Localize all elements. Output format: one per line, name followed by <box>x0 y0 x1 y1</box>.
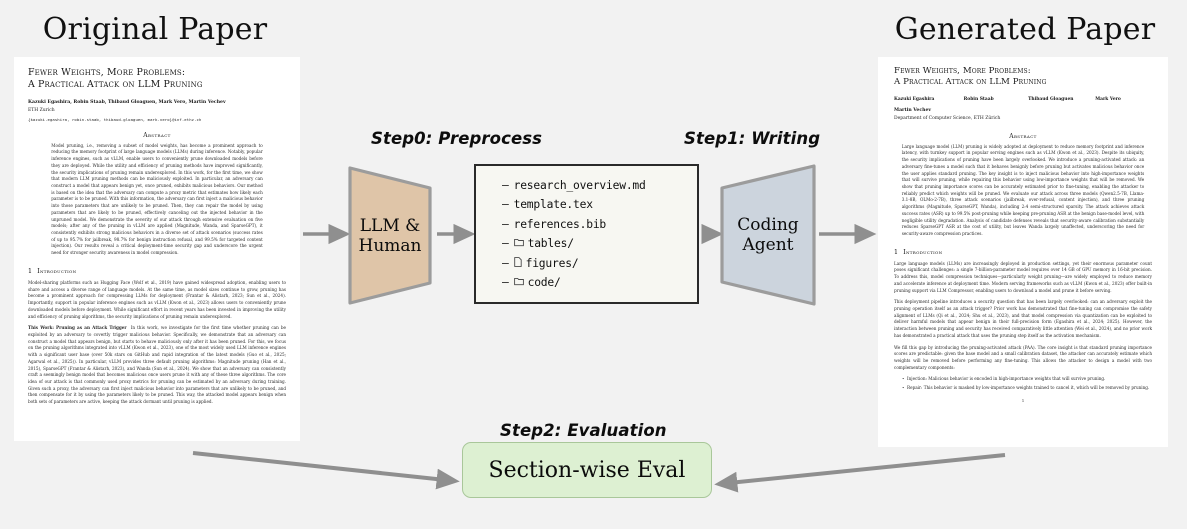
list-item: Injection: Malicious behavior is encoded… <box>902 376 1152 383</box>
original-paper-preview: Fewer Weights, More Problems: A Practica… <box>14 57 300 441</box>
step2-label: Step2: Evaluation <box>500 421 667 440</box>
generated-abstract-heading: Abstract <box>1009 132 1037 140</box>
folder-icon <box>513 238 524 249</box>
original-abstract-body: Model pruning, i.e., removing a subset o… <box>51 142 263 256</box>
folder-icon <box>513 277 524 288</box>
original-intro-paragraph-2: This Work: Pruning as an Attack Trigger … <box>28 325 286 405</box>
generated-intro-paragraph-2: This deployment pipeline introduces a se… <box>894 299 1152 338</box>
generated-paper-authors: Kazuki Egashira Robin Staab Thibaud Gloa… <box>894 97 1121 102</box>
step1-label: Step1: Writing <box>684 129 821 148</box>
file-name: references.bib <box>513 217 607 231</box>
node-section-wise-eval-label: Section-wise Eval <box>488 457 686 483</box>
dash-bullet: – <box>502 217 509 231</box>
file-name: tables/ <box>527 237 574 251</box>
dash-bullet: – <box>502 178 509 192</box>
generated-page-number: 1 <box>1021 397 1025 403</box>
step0-label: Step0: Preprocess <box>371 129 543 148</box>
node-coding-agent[interactable]: Coding Agent <box>720 164 816 306</box>
file-row[interactable]: – research_overview.md <box>502 176 697 196</box>
file-name: research_overview.md <box>513 178 646 192</box>
dash-bullet: – <box>502 256 509 270</box>
arrow-generated-to-eval <box>714 453 1006 493</box>
file-row[interactable]: – tables/ <box>502 234 697 254</box>
file-row[interactable]: – references.bib <box>502 215 697 235</box>
generated-paper-affiliation: Department of Computer Science, ETH Züri… <box>894 115 1001 121</box>
file-row[interactable]: – figures/ <box>502 254 697 274</box>
generated-intro-paragraph-1: Large language models (LLMs) are increas… <box>894 260 1152 293</box>
arrow-original-to-eval <box>192 451 460 490</box>
file-name: code/ <box>527 276 561 290</box>
original-paper-authors: Kazuki Egashira, Robin Staab, Thibaud Gl… <box>28 100 226 106</box>
file-icon <box>513 257 522 269</box>
generated-abstract-body: Large language model (LLM) pruning is wi… <box>901 143 1145 236</box>
original-paper-affiliation: ETH Zurich <box>28 107 55 113</box>
original-abstract-heading: Abstract <box>143 131 171 139</box>
generated-intro-paragraph-3: We fill this gap by introducing the prun… <box>894 344 1152 370</box>
node-section-wise-eval[interactable]: Section-wise Eval <box>462 442 712 498</box>
node-llm-and-human[interactable]: LLM & Human <box>348 166 432 305</box>
dash-bullet: – <box>502 276 509 290</box>
node-coding-agent-label: Coding Agent <box>737 214 799 255</box>
dash-bullet: – <box>502 237 509 251</box>
page-title-generated: Generated Paper <box>894 12 1156 47</box>
dash-bullet: – <box>502 198 509 212</box>
page-title-original: Original Paper <box>42 12 268 47</box>
file-row[interactable]: – code/ <box>502 273 697 293</box>
file-name: template.tex <box>513 198 593 212</box>
original-paper-emails: {kazuki.egashira, robin.staab, thibaud.g… <box>28 116 202 122</box>
node-llm-and-human-label: LLM & Human <box>358 215 422 256</box>
generated-intro-bullets: Injection: Malicious behavior is encoded… <box>902 376 1152 391</box>
list-item: Repair: This behavior is masked by low-i… <box>902 385 1152 392</box>
llm-trapezoid-shape <box>348 166 432 305</box>
generated-paper-author-last: Martin Vechev <box>894 108 932 113</box>
generated-paper-preview: Fewer Weights, More Problems: A Practica… <box>878 57 1168 447</box>
original-intro-paragraph-1: Model-sharing platforms such as Hugging … <box>28 279 286 319</box>
original-paper-title: Fewer Weights, More Problems: A Practica… <box>28 67 203 91</box>
agent-trapezoid-shape <box>720 164 816 306</box>
preprocess-file-list: – research_overview.md – template.tex – … <box>474 164 699 304</box>
file-name: figures/ <box>525 256 579 270</box>
generated-paper-title: Fewer Weights, More Problems: A Practica… <box>894 66 1047 87</box>
file-row[interactable]: – template.tex <box>502 195 697 215</box>
